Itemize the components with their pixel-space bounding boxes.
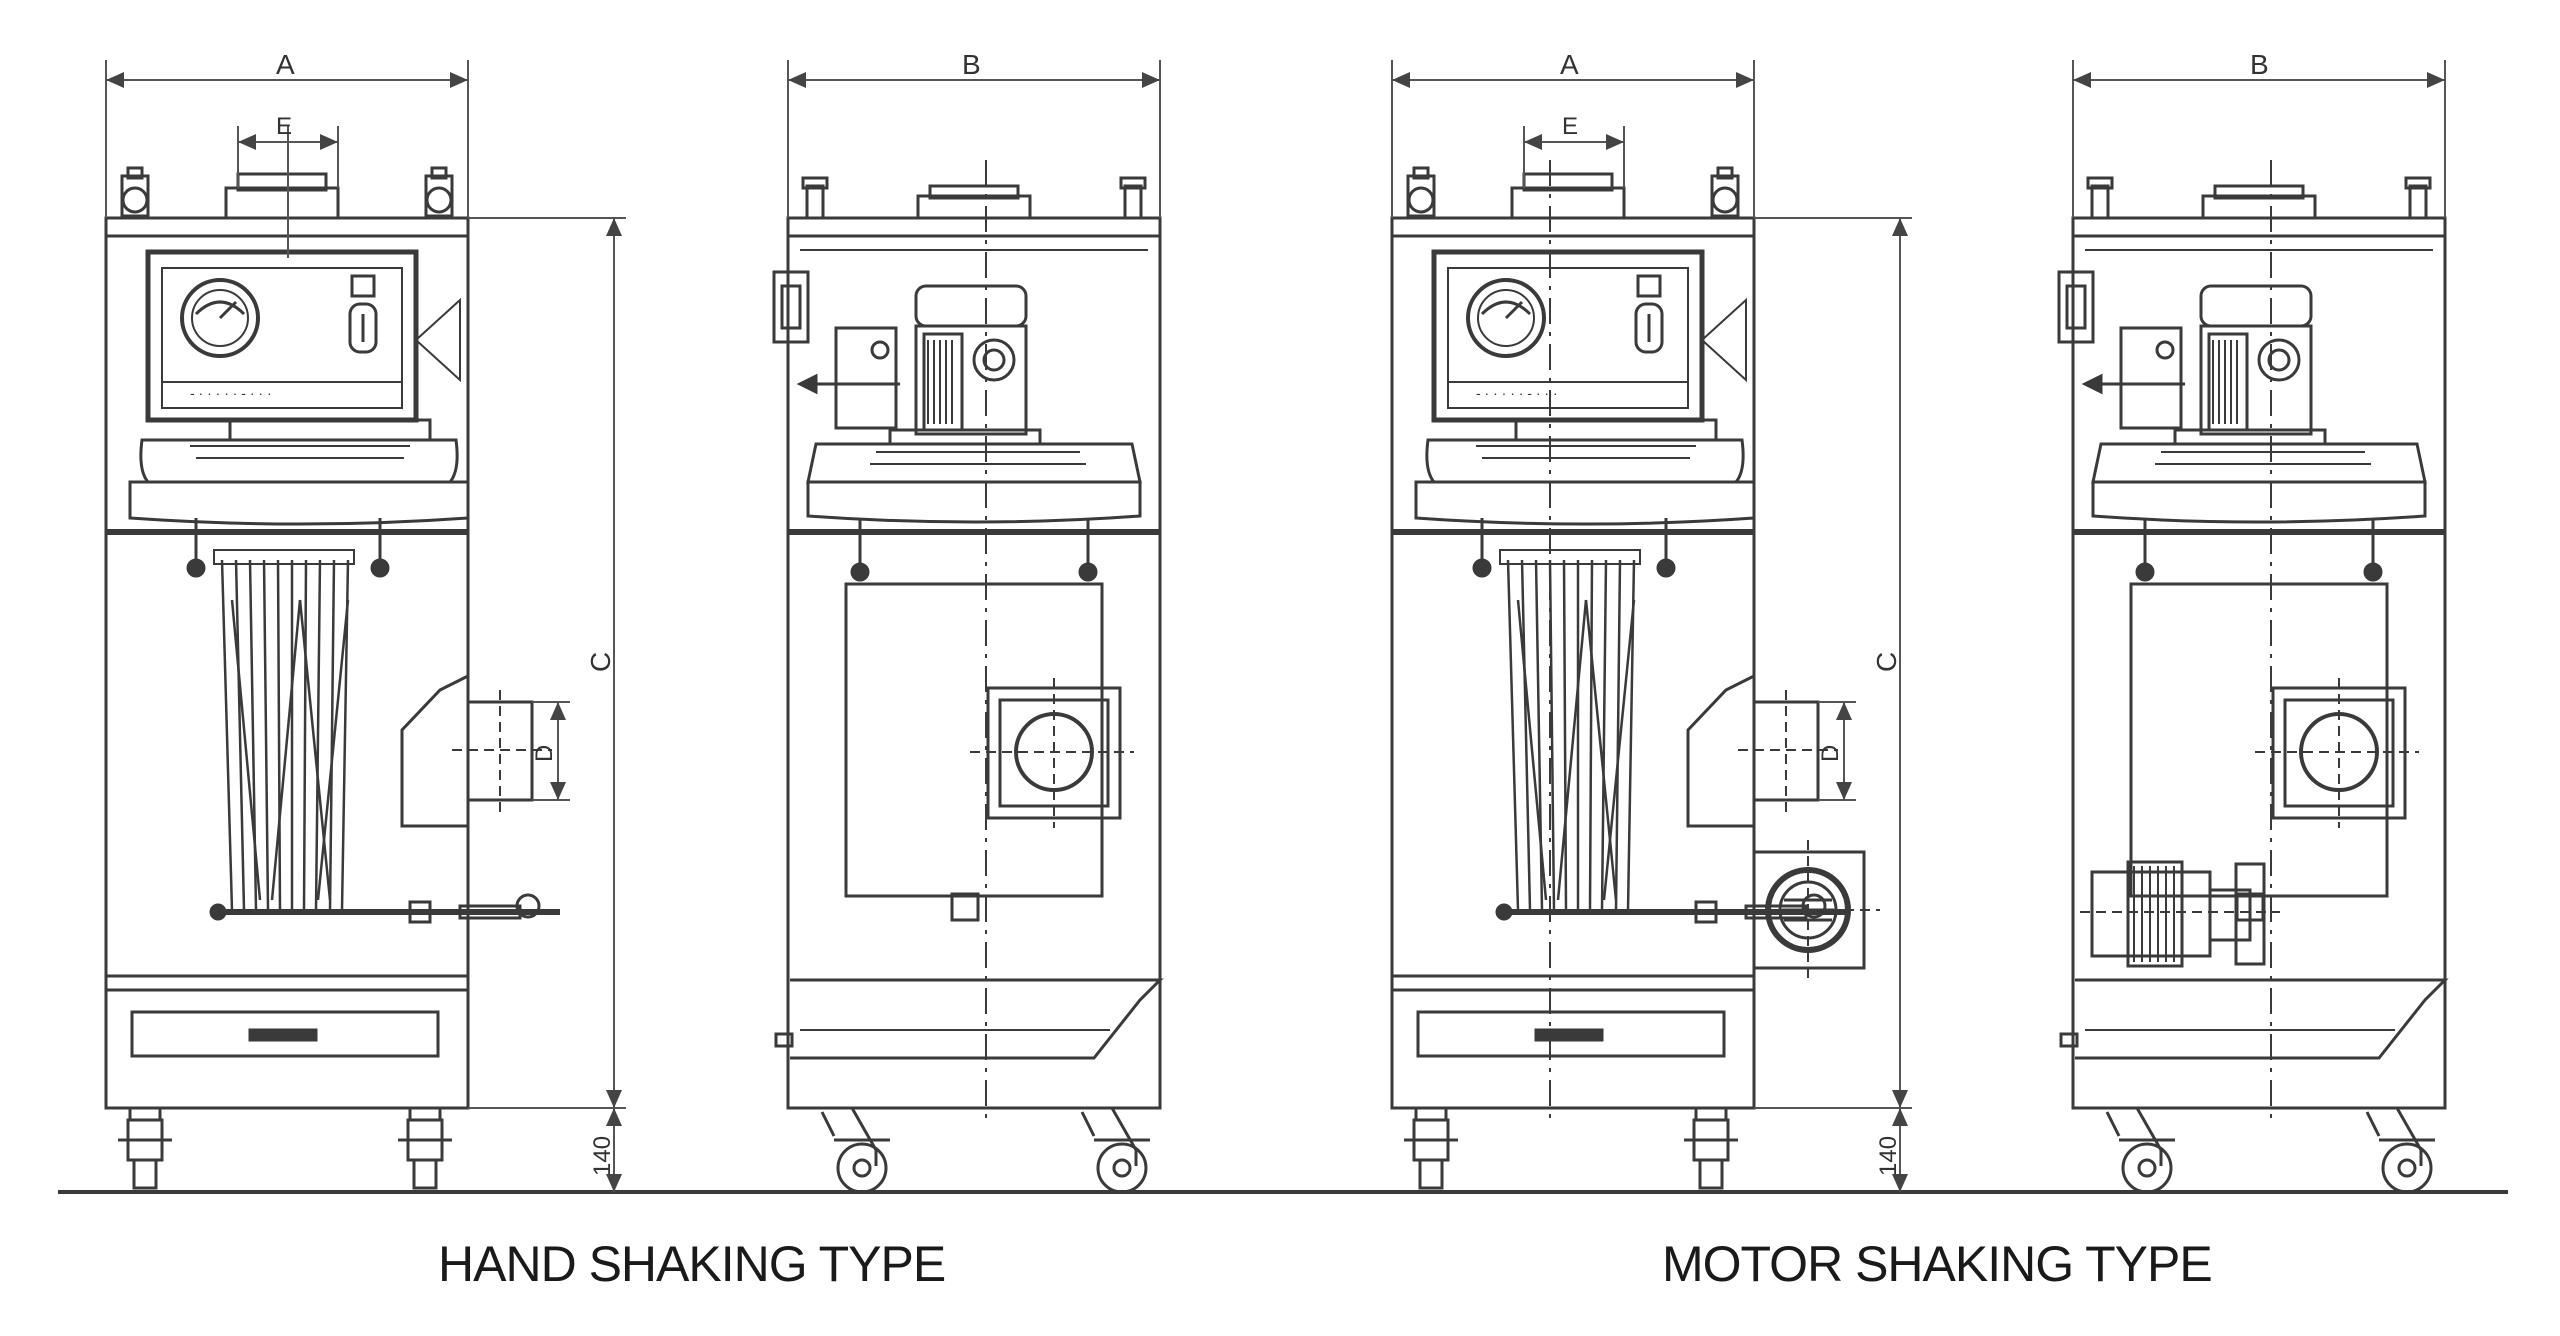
dim-label-d-motor: D [1817, 745, 1844, 762]
dim-label-140-hand: 140 [589, 1136, 616, 1176]
dim-label-b-motor: B [2250, 49, 2269, 80]
front-view-motor [1392, 168, 1846, 1188]
dim-label-d-hand: D [531, 745, 558, 762]
dim-label-140-motor: 140 [1875, 1136, 1902, 1176]
caption-hand-shaking: HAND SHAKING TYPE [438, 1236, 946, 1292]
dim-label-b-hand: B [962, 49, 981, 80]
dim-label-c-motor: C [1871, 652, 1902, 672]
dim-label-a-motor: A [1560, 49, 1579, 80]
side-view-hand [774, 160, 1160, 1192]
front-view-hand [106, 168, 560, 1188]
dim-label-a-hand: A [276, 49, 295, 80]
motor-unit-side [2080, 860, 2280, 968]
dim-label-e-motor: E [1562, 113, 1578, 140]
dim-label-e-hand: E [276, 113, 292, 140]
dim-label-c-hand: C [585, 652, 616, 672]
side-view-motor [2059, 160, 2445, 1192]
caption-motor-shaking: MOTOR SHAKING TYPE [1662, 1236, 2213, 1292]
motor-unit-front [1549, 160, 1880, 1120]
